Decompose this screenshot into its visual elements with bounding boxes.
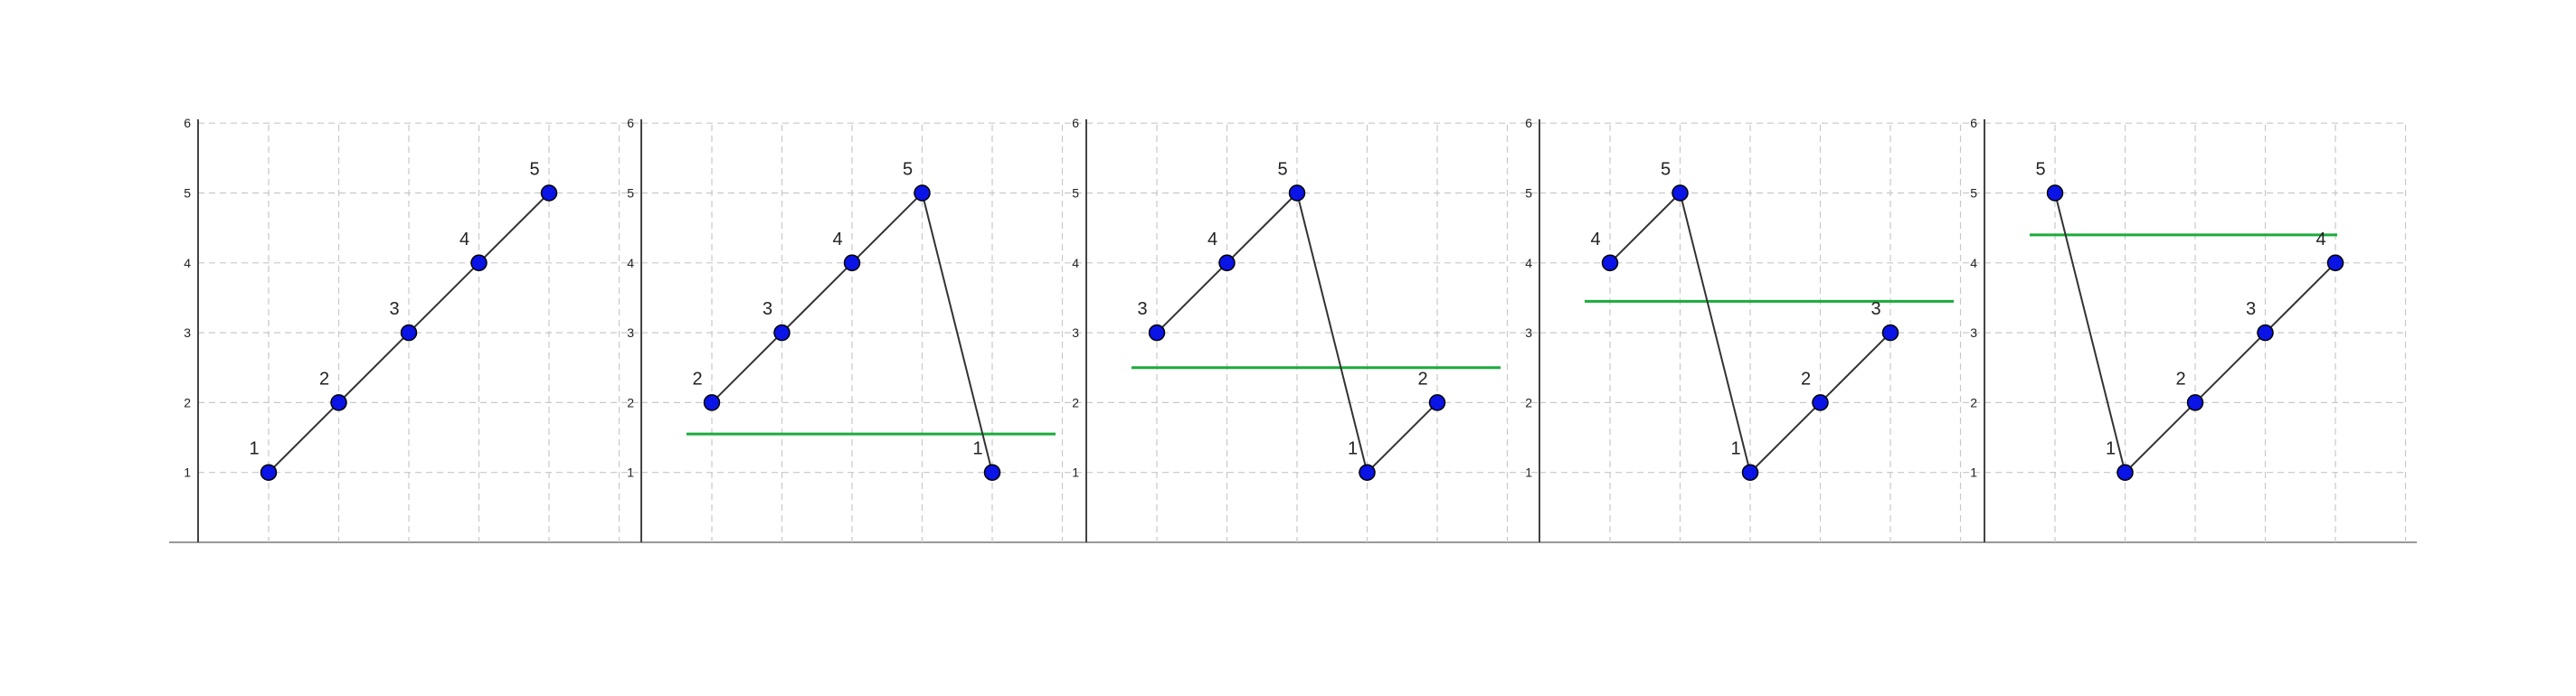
data-label: 1 [1348,439,1358,459]
data-point [1812,394,1829,411]
y-tick-label: 1 [627,466,634,480]
y-tick-label: 6 [1525,116,1532,130]
data-label: 4 [459,230,469,249]
chart-panel-4: 1 2 3 4 5 6 4 5 1 2 3 [1525,116,1984,542]
data-label: 4 [1590,230,1600,249]
y-tick-label: 2 [1970,395,1977,409]
data-point [1359,464,1376,481]
data-point [1288,184,1306,202]
y-tick-label: 2 [627,395,634,409]
data-label: 5 [529,160,539,180]
data-point [2117,464,2134,481]
data-point [1881,324,1899,342]
data-label: 5 [2035,160,2045,180]
data-label: 3 [1137,299,1147,319]
data-point [843,254,861,272]
data-label: 3 [1870,299,1880,319]
y-tick-label: 3 [1525,325,1532,340]
data-label: 2 [692,369,702,389]
y-tick-label: 4 [1525,256,1532,270]
y-tick-label: 3 [627,325,634,340]
chart-panel-1: 1 2 3 4 5 6 1 2 3 4 5 [184,116,641,542]
data-point [470,254,488,272]
y-tick-label: 3 [1072,325,1079,340]
y-tick-label: 6 [1970,116,1977,130]
data-label: 1 [2106,439,2116,459]
data-point [1148,324,1166,342]
data-point [1428,394,1446,411]
data-label: 4 [1208,230,1217,249]
data-point [1741,464,1759,481]
data-label: 5 [903,160,913,180]
data-label: 4 [2316,230,2325,249]
data-label: 3 [389,299,399,319]
data-point [703,394,721,411]
data-label: 2 [319,369,329,389]
y-tick-label: 6 [627,116,634,130]
data-point [1672,184,1689,202]
data-point [2257,324,2274,342]
y-tick-label: 1 [1970,466,1977,480]
data-point [400,324,418,342]
data-point [983,464,1001,481]
data-label: 1 [249,439,259,459]
y-tick-label: 6 [184,116,191,130]
y-tick-label: 5 [184,186,191,201]
y-tick-label: 2 [1072,395,1079,409]
y-tick-label: 2 [1525,395,1532,409]
data-point [330,394,347,411]
data-point [260,464,278,481]
data-point [1601,254,1619,272]
y-tick-label: 5 [1072,186,1079,201]
y-tick-label: 4 [1072,256,1079,270]
y-tick-label: 1 [1072,466,1079,480]
y-tick-label: 1 [184,466,191,480]
data-point [2046,184,2064,202]
y-tick-label: 5 [627,186,634,201]
data-point [540,184,558,202]
data-label: 2 [1417,369,1427,389]
chart-panel-5: 1 2 3 4 5 6 5 1 2 3 4 [1970,116,2407,542]
y-tick-label: 2 [184,395,191,409]
y-tick-label: 6 [1072,116,1079,130]
data-label: 5 [1277,160,1287,180]
data-label: 3 [762,299,772,319]
data-label: 1 [1730,439,1740,459]
data-point [2186,394,2204,411]
data-point [914,184,931,202]
data-point [1218,254,1236,272]
y-tick-label: 5 [1525,186,1532,201]
data-label: 1 [972,439,982,459]
data-label: 2 [1801,369,1811,389]
data-point [2326,254,2344,272]
chart-panel-2: 1 2 3 4 5 6 2 3 4 5 1 [627,116,1086,542]
chart-panel-3: 1 2 3 4 5 6 3 4 5 1 2 [1072,116,1539,542]
data-label: 2 [2175,369,2185,389]
data-label: 5 [1661,160,1671,180]
y-tick-label: 3 [1970,325,1977,340]
data-label: 3 [2246,299,2256,319]
y-tick-label: 4 [1970,256,1977,270]
chart-panels: 1 2 3 4 5 6 1 2 3 4 5 1 2 3 4 5 6 2 3 4 5 1 1 2 3 4 5 6 3 4 5 1 2 1 2 3 4 5 6 4… [169,116,2417,543]
y-tick-label: 4 [184,256,191,270]
y-tick-label: 5 [1970,186,1977,201]
y-tick-label: 3 [184,325,191,340]
data-point [773,324,791,342]
y-tick-label: 4 [627,256,634,270]
data-label: 4 [832,230,842,249]
y-tick-label: 1 [1525,466,1532,480]
